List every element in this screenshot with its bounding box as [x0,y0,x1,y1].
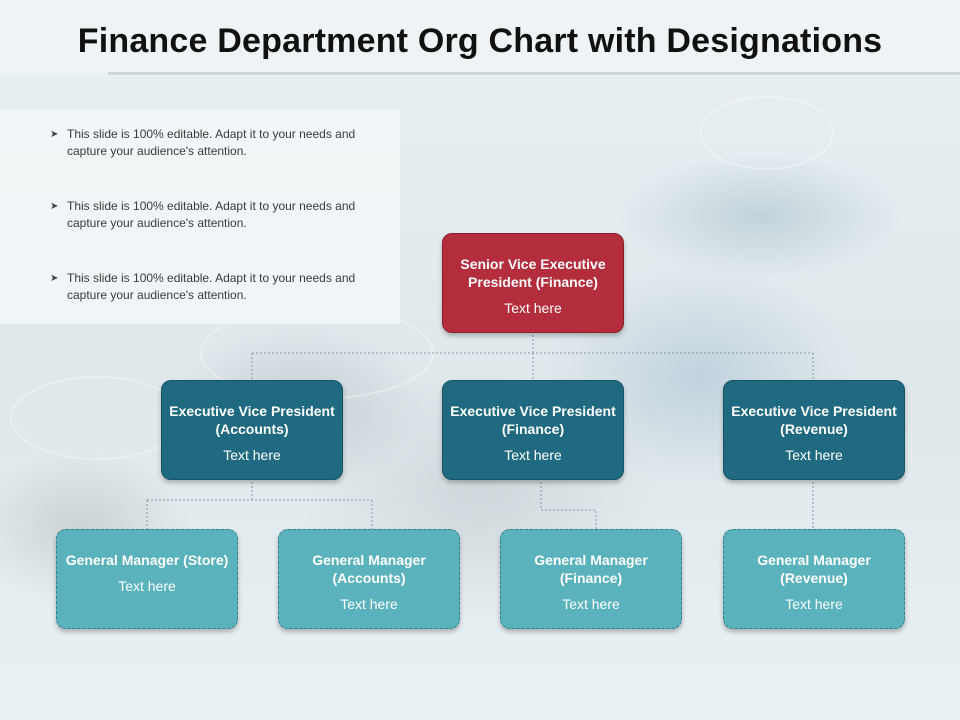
node-evp-revenue: Executive Vice President (Revenue) Text … [723,380,905,480]
node-senior-vp-finance: Senior Vice Executive President (Finance… [442,233,624,333]
node-title: Senior Vice Executive President (Finance… [443,255,623,291]
node-subtitle: Text here [501,596,681,612]
node-title: General Manager (Revenue) [724,551,904,587]
node-subtitle: Text here [443,300,623,316]
node-evp-finance: Executive Vice President (Finance) Text … [442,380,624,480]
node-subtitle: Text here [724,596,904,612]
node-gm-revenue: General Manager (Revenue) Text here [723,529,905,629]
node-subtitle: Text here [724,447,904,463]
node-title: Executive Vice President (Revenue) [724,402,904,438]
node-subtitle: Text here [279,596,459,612]
connector-accounts-to-managers [147,482,372,529]
node-gm-store: General Manager (Store) Text here [56,529,238,629]
node-subtitle: Text here [162,447,342,463]
connector-top-to-level2 [252,335,813,380]
node-subtitle: Text here [57,578,237,594]
node-title: General Manager (Accounts) [279,551,459,587]
node-title: Executive Vice President (Accounts) [162,402,342,438]
node-title: General Manager (Store) [57,551,237,569]
node-gm-accounts: General Manager (Accounts) Text here [278,529,460,629]
node-evp-accounts: Executive Vice President (Accounts) Text… [161,380,343,480]
node-gm-finance: General Manager (Finance) Text here [500,529,682,629]
connector-finance-to-manager [541,482,596,529]
node-title: Executive Vice President (Finance) [443,402,623,438]
node-subtitle: Text here [443,447,623,463]
node-title: General Manager (Finance) [501,551,681,587]
